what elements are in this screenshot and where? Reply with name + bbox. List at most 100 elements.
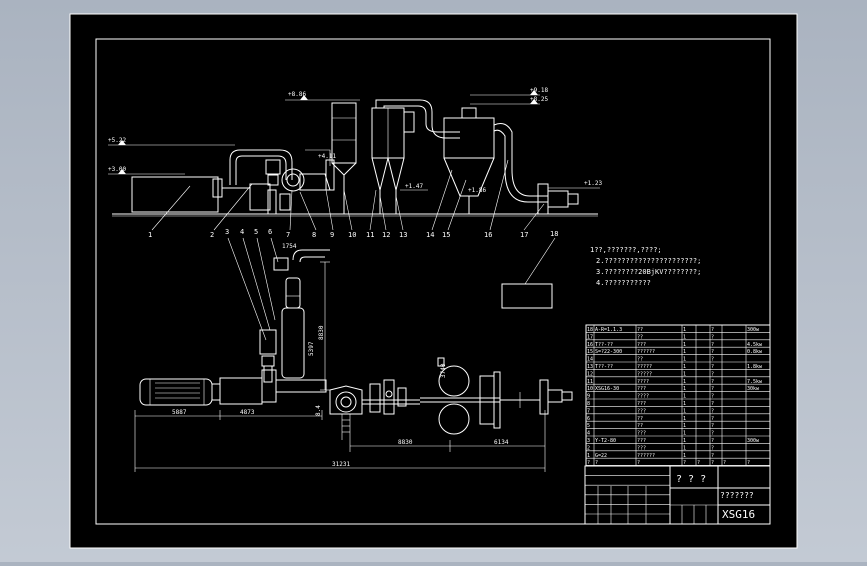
parts-table-cell: 2 — [587, 445, 590, 451]
parts-table-cell: 0.8kw — [747, 349, 763, 355]
svg-text:10: 10 — [348, 231, 356, 239]
parts-table-cell: ?? — [637, 416, 643, 422]
parts-table-cell: ? — [711, 379, 714, 385]
elevation-marker-300: +3.00 — [108, 166, 185, 175]
parts-table-cell: 4.5kw — [747, 342, 763, 348]
svg-text:8: 8 — [312, 231, 316, 239]
svg-text:3740: 3740 — [440, 363, 447, 378]
parts-table-cell: 17 — [587, 334, 593, 340]
svg-text:6: 6 — [268, 228, 272, 236]
parts-table-cell: T??-?? — [595, 342, 613, 348]
parts-table-cell: ??? — [637, 401, 646, 407]
svg-text:5887: 5887 — [172, 409, 187, 416]
parts-table-cell: 1 — [683, 327, 686, 333]
parts-table-cell: 18 — [587, 327, 593, 333]
parts-table-cell: ? — [711, 453, 714, 459]
svg-text:14: 14 — [426, 231, 434, 239]
parts-table-cell: 1 — [683, 394, 686, 400]
svg-text:+5.22: +5.22 — [108, 137, 126, 144]
parts-table-cell: ? — [711, 334, 714, 340]
note-4: 4.??????????? — [596, 279, 651, 287]
parts-table-cell: 15 — [587, 349, 593, 355]
parts-table-cell: ? — [711, 386, 714, 392]
parts-table-cell: ?? — [637, 423, 643, 429]
plan-view: 3 4 5 6 — [134, 228, 573, 472]
parts-table-cell: ? — [711, 364, 714, 370]
parts-table-cell: ? — [711, 401, 714, 407]
rotary-valve — [335, 391, 357, 413]
svg-text:6134: 6134 — [494, 439, 509, 446]
parts-table-cell: 13 — [587, 364, 593, 370]
drawing-sheet — [69, 13, 798, 549]
parts-table-cell: 1 — [683, 386, 686, 392]
parts-table-cell: 7 — [587, 408, 590, 414]
parts-table-cell: 1 — [683, 431, 686, 437]
parts-table-header: ? — [637, 460, 640, 466]
parts-table-cell: 1 — [683, 334, 686, 340]
parts-table-cell: 1 — [683, 445, 686, 451]
svg-text:+1.47: +1.47 — [405, 183, 423, 190]
svg-text:1754: 1754 — [282, 243, 297, 250]
parts-table-cell: ? — [711, 394, 714, 400]
parts-table-cell: 1 — [683, 423, 686, 429]
parts-table-cell: ??? — [637, 431, 646, 437]
parts-table-cell: ? — [711, 349, 714, 355]
parts-table-cell: ?? — [637, 334, 643, 340]
parts-table-cell: 14 — [587, 357, 593, 363]
svg-text:+3.00: +3.00 — [108, 166, 126, 173]
parts-table-cell: 1 — [683, 342, 686, 348]
svg-text:11: 11 — [366, 231, 374, 239]
svg-text:+8.25: +8.25 — [530, 96, 548, 103]
parts-table-cell: 1.8kw — [747, 364, 763, 370]
parts-table-cell: 1 — [683, 379, 686, 385]
filter-disc-bottom — [438, 403, 470, 435]
parts-table-cell: S=?22-300 — [595, 349, 622, 355]
svg-text:31231: 31231 — [332, 461, 350, 468]
blower-fan — [281, 168, 305, 192]
svg-text:+4.11: +4.11 — [318, 153, 336, 160]
parts-table-header: ? — [723, 460, 726, 466]
parts-table-header: ? — [587, 460, 590, 466]
parts-table-cell: ?? — [637, 327, 643, 333]
parts-table-header: ? — [711, 460, 714, 466]
parts-table-cell: 11 — [587, 379, 593, 385]
parts-table-cell: 1 — [683, 364, 686, 370]
svg-text:16: 16 — [484, 231, 492, 239]
note-1: 1??,???????,????; — [590, 246, 662, 254]
parts-table-cell: 7.5kw — [747, 379, 763, 385]
parts-table-cell: 300w — [747, 327, 760, 333]
parts-table-cell: T??-?? — [595, 364, 613, 370]
parts-table-cell: XSG16-30 — [595, 386, 619, 392]
feed-bin — [131, 176, 219, 213]
parts-table-cell: 1 — [683, 453, 686, 459]
parts-table-header: ? — [697, 460, 700, 466]
filter-disc-top — [438, 365, 470, 397]
svg-text:3: 3 — [225, 228, 229, 236]
parts-table-cell: 16 — [587, 342, 593, 348]
svg-text:+8.86: +8.86 — [288, 91, 306, 98]
elevation-view: +5.22 +3.00 +4.11 +8.86 — [108, 87, 602, 239]
title-block: ? ? ? ??????? XSG16 — [584, 465, 771, 525]
parts-table-cell: 1 — [683, 438, 686, 444]
parts-table-cell: ??? — [637, 438, 646, 444]
note-2: 2.??????????????????????; — [596, 257, 701, 265]
parts-table-cell: ????? — [637, 371, 652, 377]
parts-table-cell: ? — [711, 327, 714, 333]
parts-table-cell: ??? — [637, 342, 646, 348]
svg-text:2: 2 — [210, 231, 214, 239]
parts-table-cell: Y-T2-80 — [595, 438, 616, 444]
parts-table-cell: 12 — [587, 371, 593, 377]
svg-text:1: 1 — [148, 231, 152, 239]
svg-text:7: 7 — [286, 231, 290, 239]
parts-table-cell: 1 — [683, 416, 686, 422]
parts-table-cell: ?????? — [637, 453, 655, 459]
svg-text:9: 9 — [330, 231, 334, 239]
control-cabinet — [501, 283, 553, 309]
parts-table-header: ? — [595, 460, 598, 466]
parts-table-cell: 1 — [683, 408, 686, 414]
drawing-border — [95, 38, 771, 525]
svg-text:8.4: 8.4 — [315, 405, 322, 416]
